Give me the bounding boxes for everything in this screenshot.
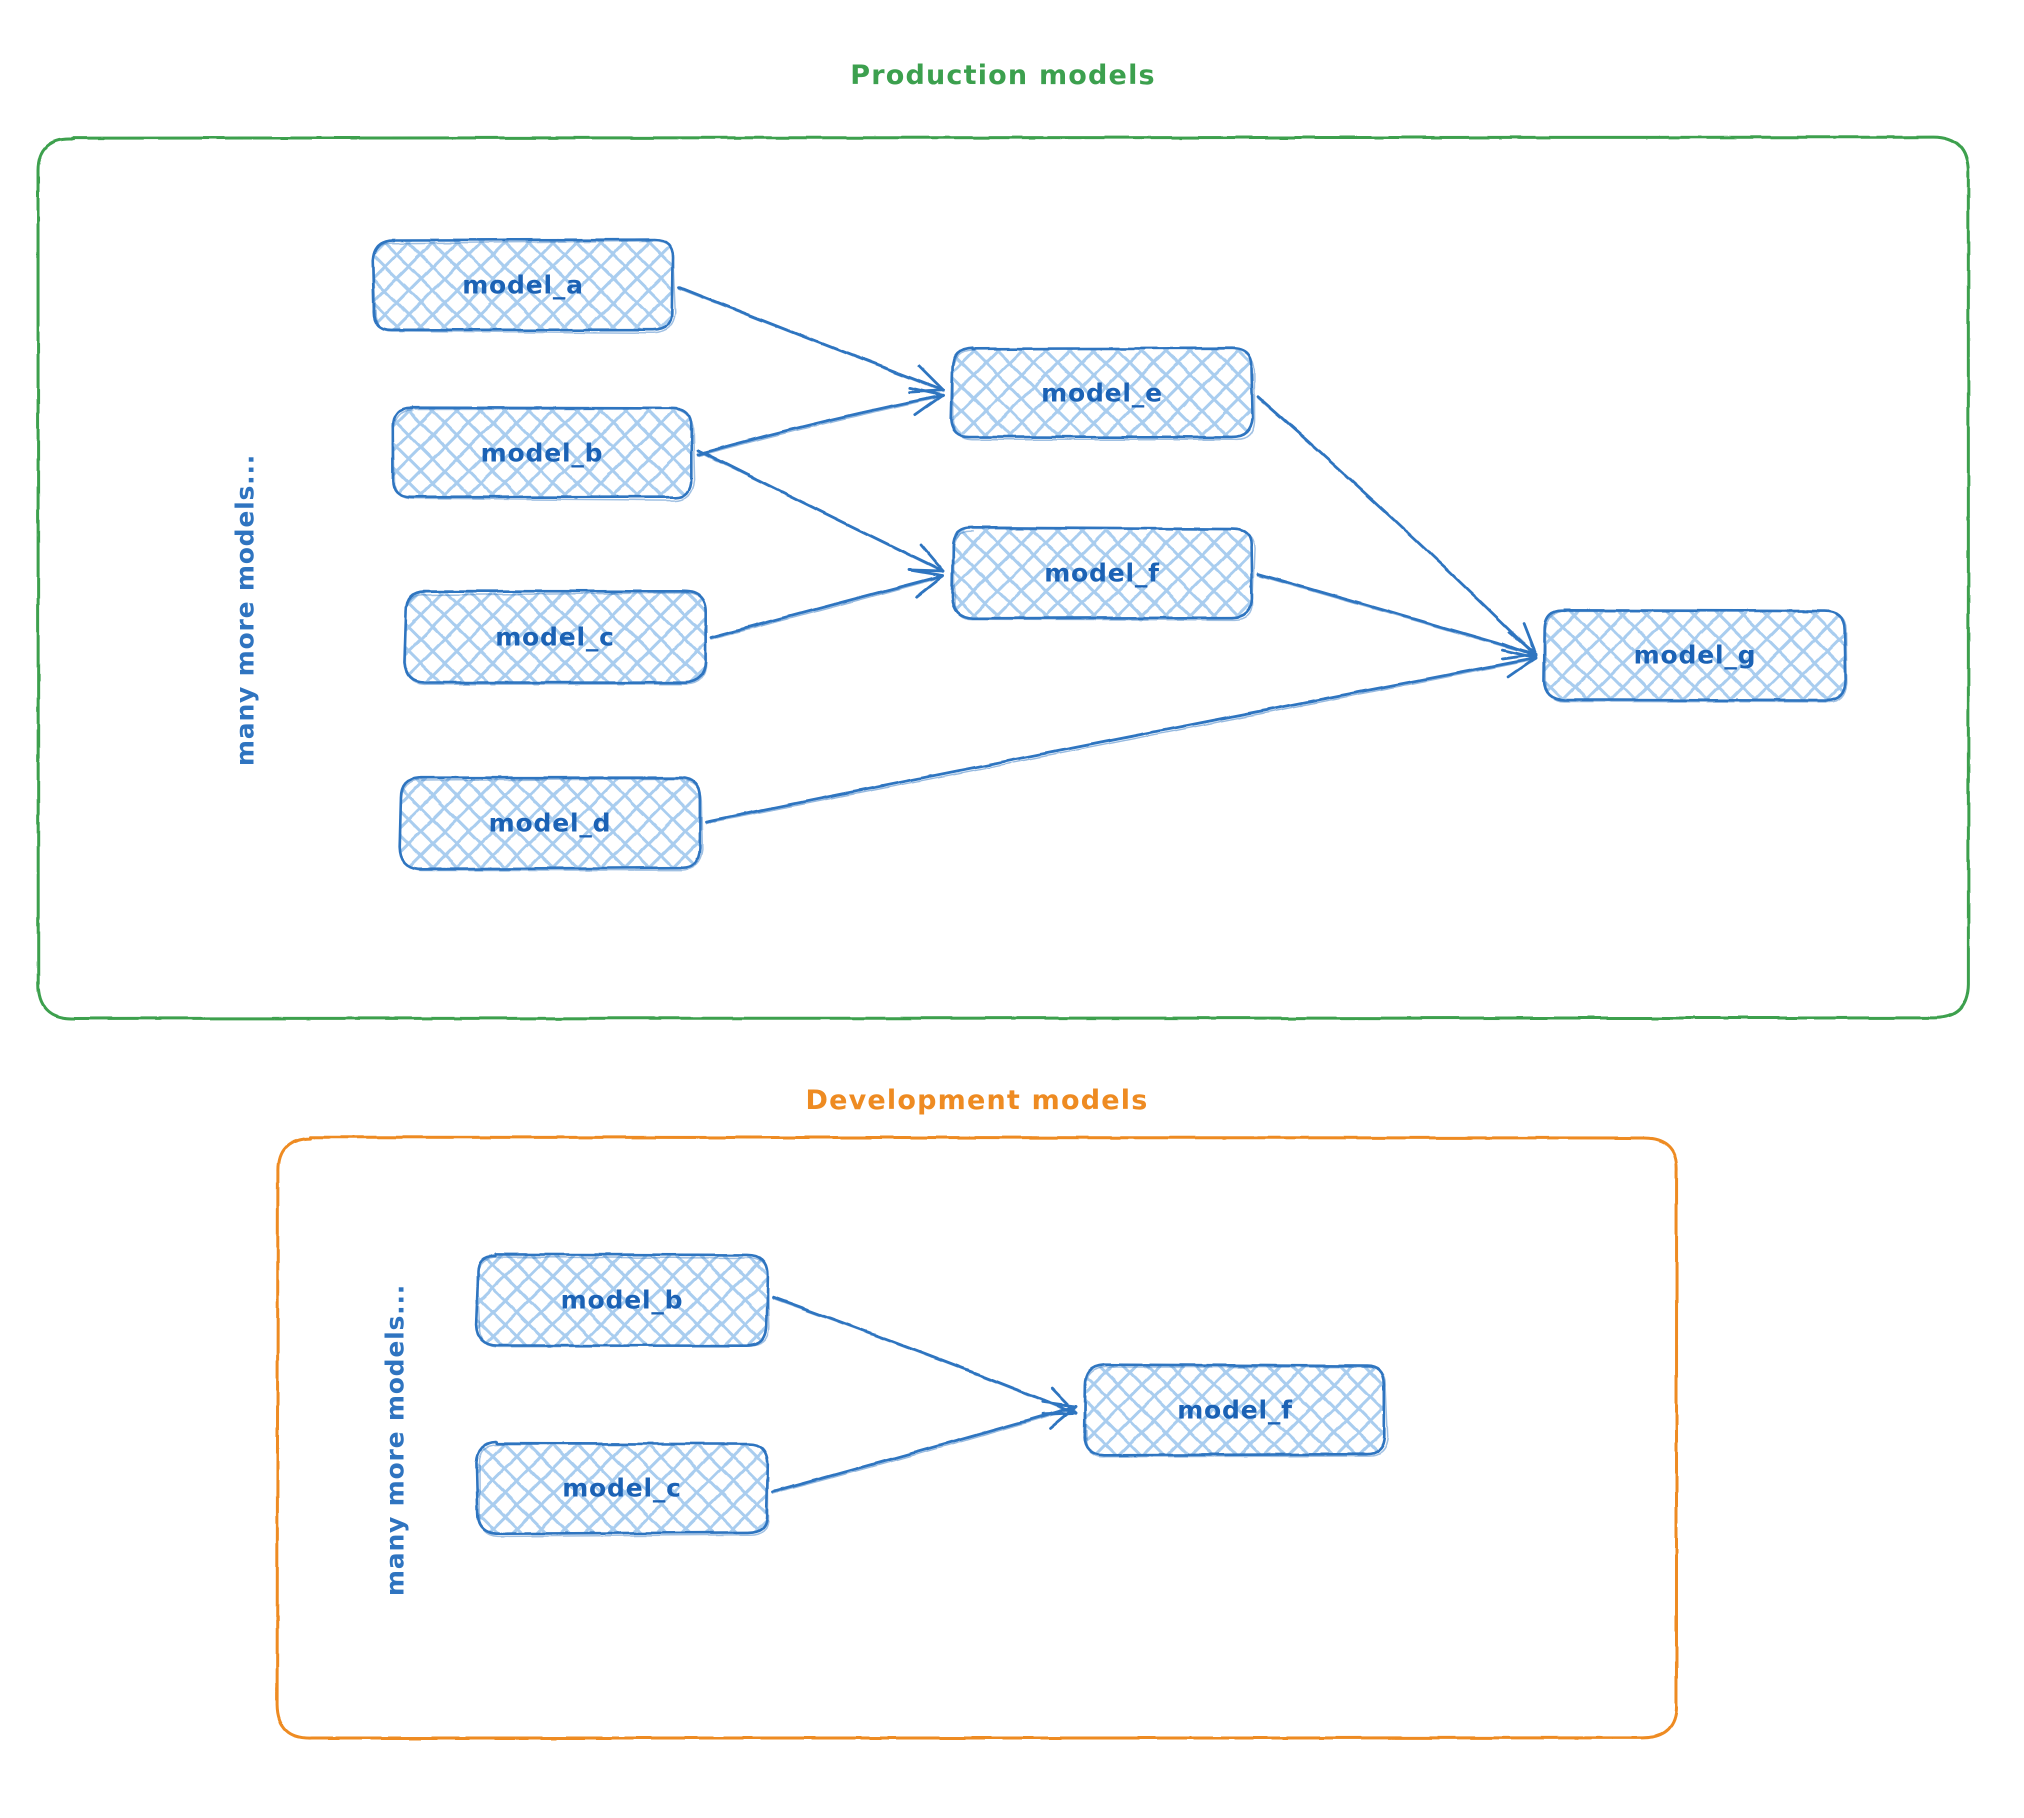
edge-prod_a-to-prod_e	[677, 285, 945, 394]
node-prod_g[interactable]	[1542, 609, 1848, 703]
node-prod_b[interactable]	[391, 406, 696, 502]
edge-prod_d-to-prod_g	[704, 648, 1538, 824]
group-container-development	[275, 1135, 1679, 1740]
edge-dev_b-to-dev_f	[771, 1296, 1078, 1416]
edge-prod_b-to-prod_e	[696, 386, 945, 457]
node-prod_d[interactable]	[398, 776, 704, 871]
group-title-development: Development models	[805, 1085, 1149, 1116]
edge-dev_c-to-dev_f	[771, 1400, 1078, 1495]
node-dev_b[interactable]	[474, 1253, 771, 1348]
node-prod_c[interactable]	[403, 589, 708, 686]
group-title-production: Production models	[850, 60, 1156, 91]
node-layer	[371, 238, 1848, 1538]
edge-layer	[677, 285, 1538, 1495]
edge-prod_c-to-prod_f	[709, 568, 945, 640]
node-prod_f[interactable]	[950, 526, 1256, 621]
node-dev_c[interactable]	[475, 1440, 770, 1538]
edge-prod_e-to-prod_g	[1256, 395, 1538, 658]
group-containers	[36, 135, 1970, 1740]
node-prod_e[interactable]	[949, 346, 1256, 441]
edge-prod_b-to-prod_f	[696, 448, 945, 574]
group-container-production	[36, 135, 1970, 1020]
node-prod_a[interactable]	[371, 238, 677, 334]
node-dev_f[interactable]	[1083, 1363, 1389, 1458]
many-more-models-label-production: many more models...	[230, 453, 260, 767]
many-more-models-label-development: many more models...	[380, 1283, 410, 1597]
edge-prod_f-to-prod_g	[1256, 572, 1538, 661]
